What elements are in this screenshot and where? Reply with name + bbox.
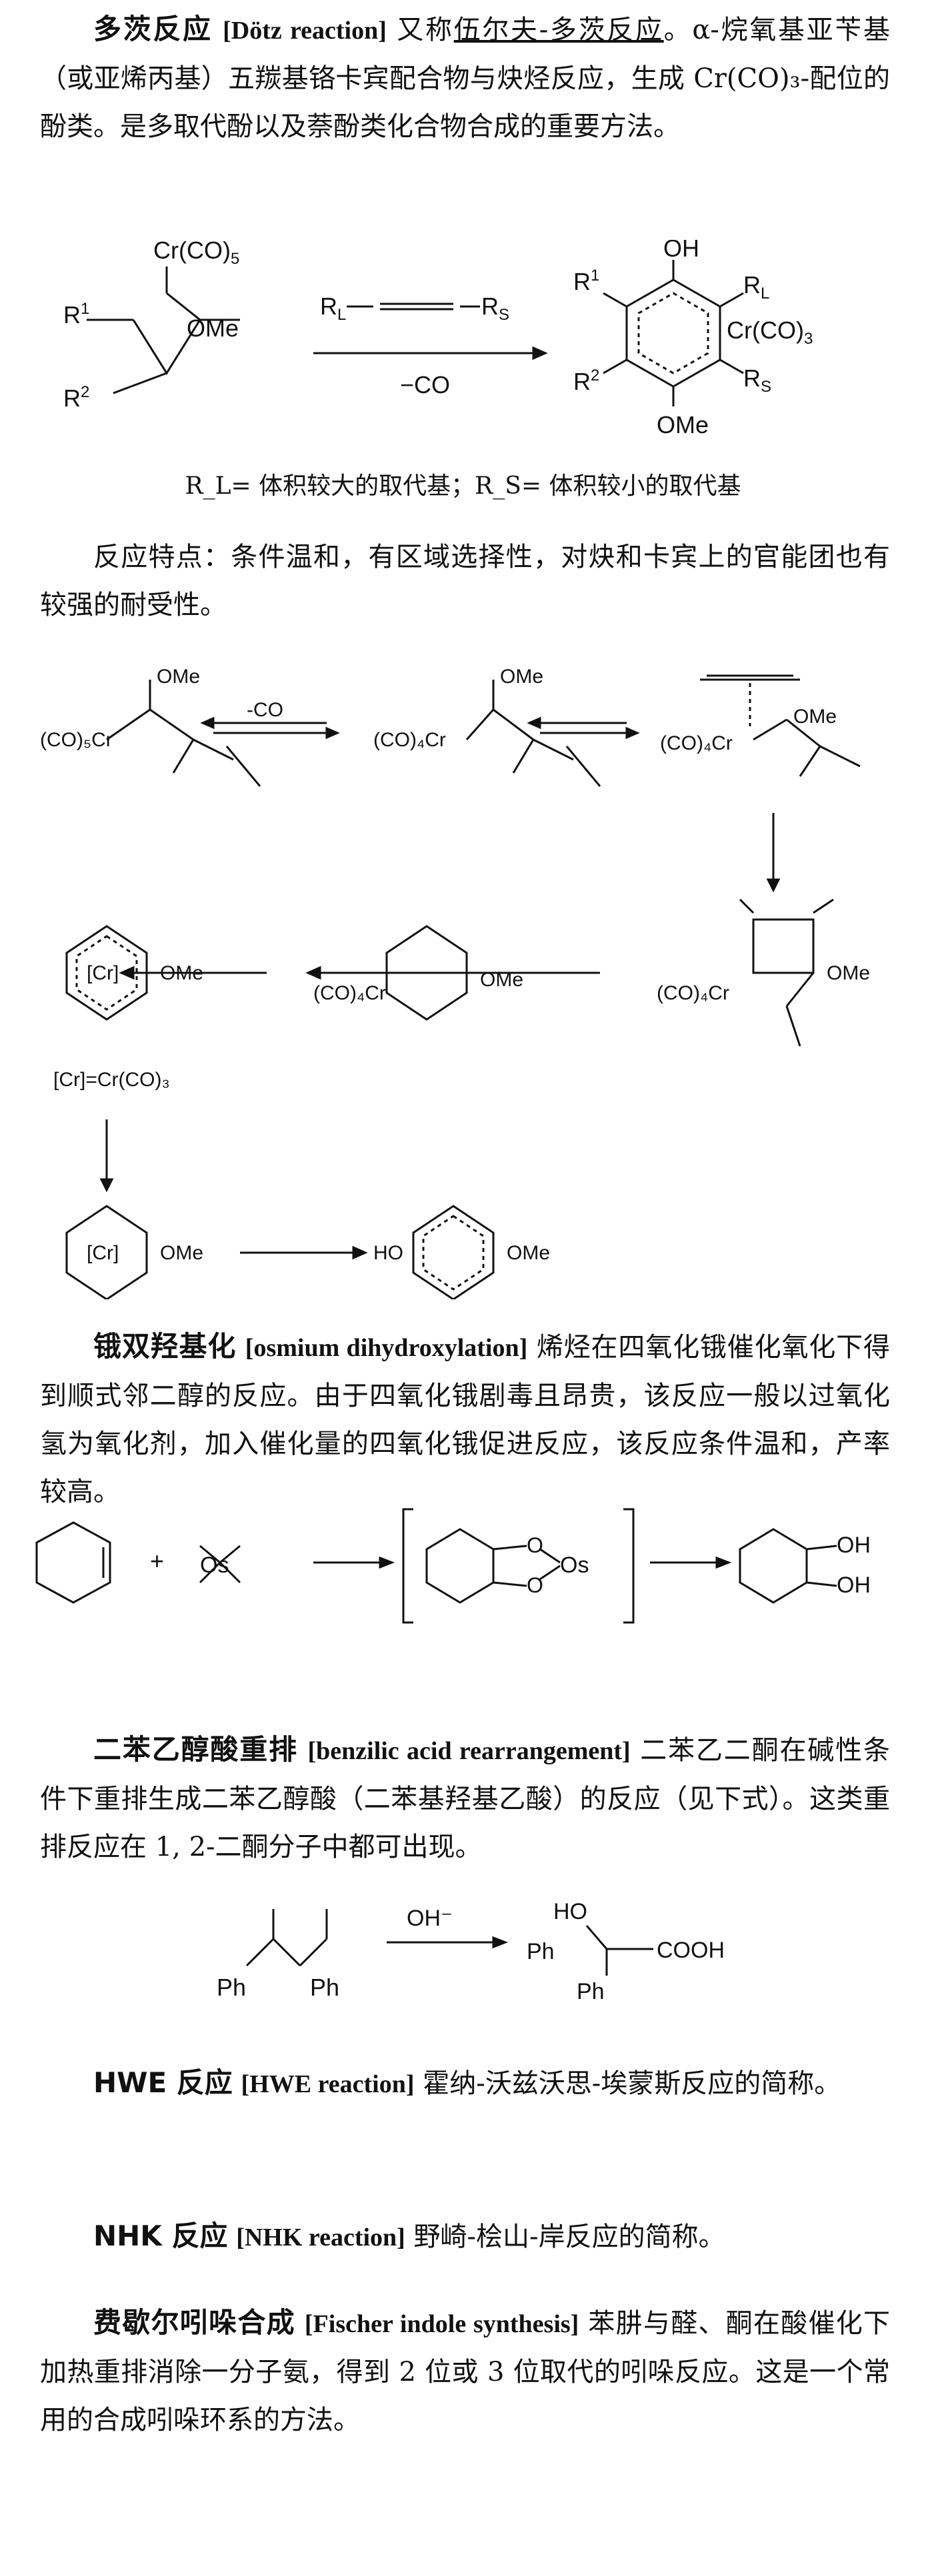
ome-label: OMe	[160, 962, 203, 984]
ho-label: HO	[553, 1899, 587, 1924]
entry-english: [Fischer indole synthesis]	[304, 2310, 579, 2338]
ome-product-label: OMe	[657, 411, 709, 438]
co4cr-label: (CO)₄Cr	[657, 982, 729, 1004]
entry-english: [osmium dihydroxylation]	[245, 1334, 528, 1362]
entry-term: 二苯乙醇酸重排	[93, 1733, 298, 1766]
entry-term: HWE 反应	[93, 2066, 233, 2099]
entry-english: [HWE reaction]	[241, 2070, 415, 2098]
entry-nhk: NHK 反应 [NHK reaction] 野崎-桧山-岸反应的简称。	[40, 2212, 890, 2261]
ome-label: OMe	[507, 1242, 550, 1264]
os-label: Os	[560, 1553, 589, 1578]
rl-product-label: RL	[743, 271, 769, 303]
minus-co-label: -CO	[247, 699, 283, 721]
os-label: Os	[200, 1553, 229, 1578]
co4cr-label: (CO)₄Cr	[373, 729, 446, 751]
plus-sign: +	[150, 1547, 164, 1575]
co4cr-label: (CO)₄Cr	[660, 732, 733, 754]
entry-english: [benzilic acid rearrangement]	[307, 1737, 631, 1765]
cr-co5-label: Cr(CO)5	[153, 240, 239, 268]
r1-product-label: R1	[573, 267, 599, 295]
entry-text: 烯烃在四氧化锇催化氧化下得到顺式邻二醇的反应。由于四氧化锇剧毒且昂贵，该反应一般…	[40, 1332, 890, 1507]
ph-label: Ph	[577, 1979, 605, 2004]
ph-label: Ph	[217, 1974, 246, 2001]
entry-hwe: HWE 反应 [HWE reaction] 霍纳-沃兹沃思-埃蒙斯反应的简称。	[40, 2059, 890, 2108]
ph-label: Ph	[527, 1939, 555, 1964]
entry-english: [Dötz reaction]	[223, 17, 387, 45]
entry-dotz: 多茨反应 [Dötz reaction] 又称伍尔夫-多茨反应。α-烷氧基亚苄基…	[40, 5, 890, 151]
entry-text: 。α-烷氧基亚苄基（或亚烯丙基）五羰基铬卡宾配合物与炔烃反应，生成 Cr(CO)…	[40, 15, 891, 142]
dotz-mechanism-scheme: (CO)₅Cr OMe -CO (CO)₄Cr OMe (CO)₄Cr OMe …	[40, 666, 870, 1299]
ome-label: OMe	[500, 666, 543, 688]
entry-text: 霍纳-沃兹沃思-埃蒙斯反应的简称。	[423, 2068, 841, 2099]
r1-label: R1	[63, 300, 89, 328]
ome-label: OMe	[793, 706, 837, 728]
entry-text: 野崎-桧山-岸反应的简称。	[413, 2222, 725, 2252]
ome-label: OMe	[157, 666, 200, 688]
minus-co-label: −CO	[400, 371, 450, 398]
oh-label: OH	[837, 1573, 871, 1598]
entry-text: 又称	[397, 15, 454, 45]
oh-label: OH	[837, 1533, 871, 1558]
o-label: O	[527, 1533, 543, 1557]
r2-product-label: R2	[573, 366, 599, 395]
substituent-caption: R_L= 体积较大的取代基；R_S= 体积较小的取代基	[185, 472, 741, 500]
co4cr-label: (CO)₄Cr	[313, 982, 386, 1004]
cross-reference-link[interactable]: 伍尔夫-多茨反应	[453, 15, 664, 45]
entry-english: [NHK reaction]	[236, 2224, 405, 2252]
rs-product-label: RS	[743, 364, 771, 396]
entry-osmium: 锇双羟基化 [osmium dihydroxylation] 烯烃在四氧化锇催化…	[40, 1323, 890, 1516]
ome-label: OMe	[827, 962, 870, 984]
entry-term: 锇双羟基化	[93, 1330, 237, 1363]
r2-label: R2	[63, 383, 89, 412]
entry-term: 多茨反应	[93, 13, 213, 45]
entry-text: 二苯乙二酮在碱性条件下重排生成二苯乙醇酸（二苯基羟基乙酸）的反应（见下式）。这类…	[40, 1735, 890, 1862]
co5cr-label: (CO)₅Cr	[40, 729, 113, 751]
ph-label: Ph	[310, 1974, 339, 2001]
entry-benzilic: 二苯乙醇酸重排 [benzilic acid rearrangement] 二苯…	[40, 1726, 890, 1871]
rs-label: RS	[481, 293, 509, 324]
cr-bracket-label: [Cr]	[87, 1242, 119, 1264]
o-label: O	[527, 1573, 543, 1597]
benzilic-scheme: Ph Ph OH⁻ HO Ph COOH Ph	[217, 1899, 725, 2004]
dotz-overall-scheme: Cr(CO)5 OMe R1 R2 RL RS −CO OH R1 R2 OMe…	[63, 240, 813, 438]
entry-term: 费歇尔吲哚合成	[93, 2306, 295, 2339]
cooh-label: COOH	[657, 1938, 725, 1963]
oh-minus-label: OH⁻	[407, 1906, 453, 1931]
rl-label: RL	[320, 293, 346, 324]
ome-label: OMe	[480, 969, 523, 991]
reaction-features: 反应特点：条件温和，有区域选择性，对炔和卡宾上的官能团也有较强的耐受性。	[40, 542, 890, 620]
ho-label: HO	[373, 1242, 403, 1264]
entry-term: NHK 反应	[93, 2220, 228, 2252]
oh-label: OH	[663, 240, 699, 262]
ome-label: OMe	[187, 315, 239, 342]
ome-label: OMe	[160, 1242, 203, 1264]
cr-bracket-label: [Cr]	[87, 962, 119, 984]
entry-fischer: 费歇尔吲哚合成 [Fischer indole synthesis] 苯肼与醛、…	[40, 2299, 890, 2444]
entry-text: 苯肼与醛、酮在酸催化下加热重排消除一分子氨，得到 2 位或 3 位取代的吲哚反应…	[40, 2308, 891, 2435]
cr-eq-label: [Cr]=Cr(CO)₃	[53, 1069, 170, 1091]
cr-co3-label: Cr(CO)3	[727, 317, 813, 348]
osmium-scheme: + Os O O Os OH OH	[35, 1508, 871, 1624]
